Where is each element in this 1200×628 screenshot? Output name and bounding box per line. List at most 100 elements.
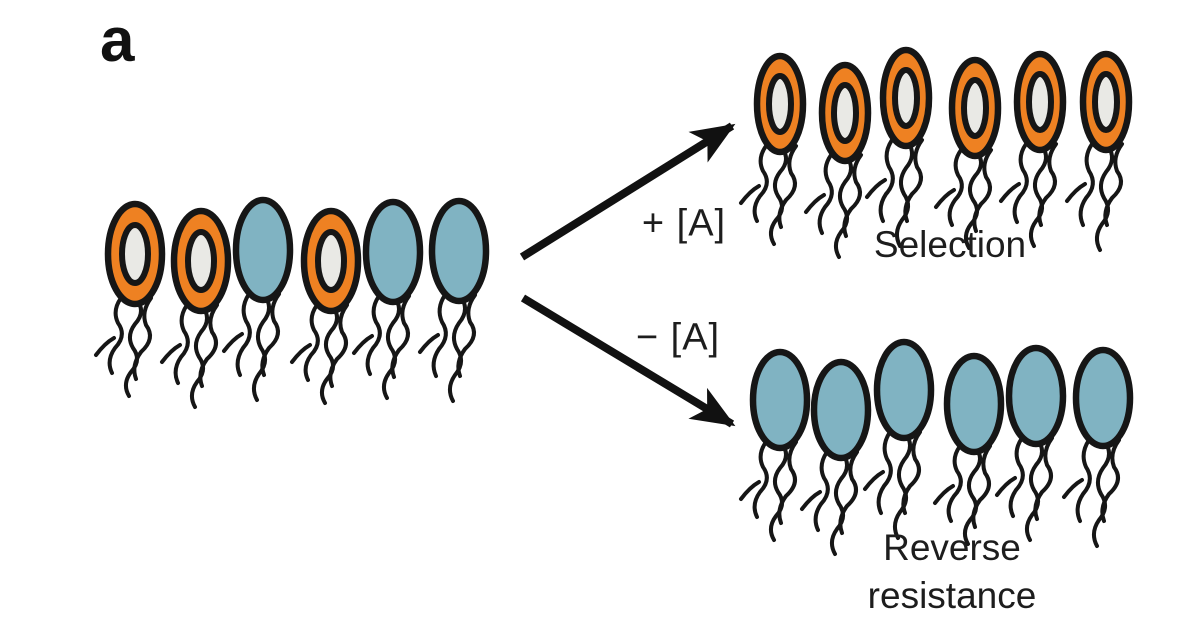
flagellum-icon [964, 150, 983, 250]
flagellum-icon [865, 178, 887, 199]
cell-inner-core [1026, 71, 1054, 133]
flagellum-icon [260, 292, 281, 377]
flagellum-icon [1033, 436, 1054, 521]
reverse-label-line2: resistance [867, 575, 1037, 616]
cell-body [1005, 344, 1067, 448]
flagellum-icon [418, 333, 440, 354]
flagellum-icon [999, 182, 1021, 203]
flagellum-icon [739, 184, 761, 205]
flagellum-icon [382, 296, 401, 400]
flagellum-icon [1095, 144, 1114, 252]
flagellum-icon [328, 303, 349, 388]
flagellum-icon [830, 452, 849, 556]
flagellum-icon [903, 138, 924, 223]
flagellum-icon [252, 294, 271, 402]
flagellum-icon [813, 450, 830, 532]
flagellum-icon [1029, 144, 1048, 248]
flagellum-icon [352, 334, 374, 355]
selection-label: Selection [873, 224, 1027, 265]
flagellum-icon [777, 144, 798, 229]
cell-inner-core [831, 82, 859, 144]
flagellum-icon [160, 343, 182, 364]
susceptible-cell [1062, 346, 1134, 548]
flagellum-icon [320, 305, 339, 405]
resistant-cell [290, 207, 362, 405]
flagellum-icon [107, 296, 124, 375]
flagellum-icon [448, 295, 467, 403]
flagellum-icon [1065, 182, 1087, 203]
resistant-cell [94, 200, 166, 398]
flagellum-icon [817, 153, 834, 235]
flagellum-icon [1008, 436, 1025, 518]
cell-inner-core [1092, 71, 1120, 133]
flagellum-icon [901, 430, 922, 515]
resistant-cell [865, 46, 933, 248]
cell-inner-core [892, 67, 920, 129]
flagellum-icon [1012, 142, 1029, 224]
flagellum-icon [190, 305, 209, 409]
flagellum-icon [1037, 142, 1058, 227]
cell-inner-core [315, 229, 347, 293]
flagellum-icon [124, 298, 143, 398]
flagellum-icon [963, 446, 982, 546]
flagellum-icon [933, 484, 955, 505]
flagellum-icon [893, 432, 912, 540]
plus-drug-label: + [A] [641, 202, 727, 245]
flagellum-icon [303, 303, 320, 382]
flagellum-icon [946, 444, 963, 523]
cell-body [232, 196, 294, 304]
flagellum-icon [777, 440, 798, 525]
flagellum-icon [995, 476, 1017, 497]
flagellum-icon [769, 442, 788, 542]
flagellum-icon [739, 480, 761, 501]
susceptible-cell [995, 344, 1067, 542]
flagellum-icon [842, 153, 863, 238]
flagellum-icon [290, 343, 312, 364]
flagellum-icon [800, 490, 822, 511]
flagellum-icon [235, 292, 252, 377]
flagellum-icon [804, 193, 826, 214]
flagellum-icon [863, 470, 885, 491]
flagellum-icon [876, 430, 893, 515]
flagellum-icon [94, 336, 116, 357]
selected-population-group [739, 46, 1133, 259]
flagellum-icon [752, 144, 769, 223]
flagellum-icon [198, 303, 219, 388]
flagellum-icon [431, 293, 448, 378]
reverse-resistance-label: Reverse resistance [792, 524, 1112, 620]
flagellum-icon [895, 140, 914, 248]
flagellum-icon [1075, 438, 1092, 523]
flagellum-icon [1078, 142, 1095, 227]
cell-inner-core [766, 73, 794, 135]
cell-body [943, 352, 1005, 456]
cell-body [810, 358, 872, 462]
resistant-cell [999, 50, 1067, 248]
cell-body [873, 338, 935, 442]
flagellum-icon [752, 440, 769, 519]
susceptible-cell [352, 198, 424, 400]
resistant-cell [160, 207, 232, 409]
flagellum-icon [934, 188, 956, 209]
susceptible-cell [222, 196, 294, 402]
cell-inner-core [185, 229, 217, 293]
cell-inner-core [961, 77, 989, 139]
flagellum-icon [1025, 438, 1044, 542]
cell-inner-core [119, 222, 151, 286]
flagellum-icon [173, 303, 190, 385]
resistant-cell [804, 61, 872, 259]
flagellum-icon [834, 155, 853, 259]
reverse-label-line1: Reverse [883, 527, 1021, 568]
arrow-plus-drug [519, 122, 736, 261]
flagellum-icon [132, 296, 153, 381]
flagellum-icon [222, 332, 244, 353]
susceptible-cell [739, 348, 811, 542]
flagellum-icon [1103, 142, 1124, 227]
cell-body [1072, 346, 1134, 450]
flagellum-icon [1100, 438, 1121, 523]
flagellum-icon [1062, 478, 1084, 499]
susceptible-cell [418, 197, 490, 403]
resistant-cell [1065, 50, 1133, 252]
flagellum-icon [972, 148, 993, 233]
